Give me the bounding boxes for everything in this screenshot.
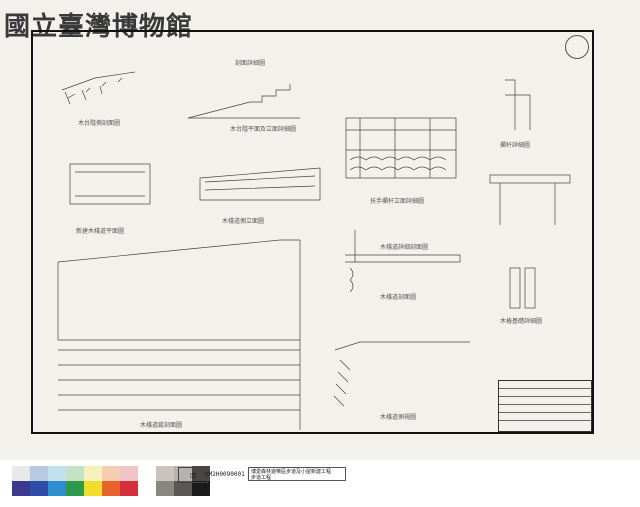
detail-label: 木棧道縱剖面圖 bbox=[140, 422, 183, 429]
detail-label: 木棧道剖面圖 bbox=[380, 294, 417, 301]
color-swatch bbox=[192, 466, 210, 481]
caption-line: 博愛森林遊樂區步道及小屋新建工程 bbox=[251, 469, 332, 475]
detail-label: 木樁基礎詳細圖 bbox=[500, 318, 543, 325]
detail-label: 剖面詳細圖 bbox=[235, 60, 266, 67]
drawing-sheet-border bbox=[31, 30, 594, 434]
color-swatch bbox=[138, 481, 156, 496]
color-swatch bbox=[48, 481, 66, 496]
engineering-drawing bbox=[57, 71, 571, 430]
color-swatch bbox=[66, 466, 84, 481]
detail-label: 木台階平面及立面詳細圖 bbox=[230, 126, 297, 133]
museum-logo-icon: ◫ bbox=[178, 467, 208, 483]
color-swatch bbox=[120, 466, 138, 481]
color-swatch bbox=[138, 466, 156, 481]
title-block-row bbox=[499, 397, 591, 405]
detail-label: 新建木棧道平面圖 bbox=[76, 228, 125, 235]
sheet-number-circle bbox=[565, 35, 589, 59]
color-swatch bbox=[84, 481, 102, 496]
color-swatch bbox=[174, 481, 192, 496]
caption-line: 步道工程 bbox=[251, 475, 272, 481]
detail-label: 木棧道側立面圖 bbox=[222, 218, 265, 225]
title-block-row bbox=[499, 421, 591, 428]
color-swatch bbox=[66, 481, 84, 496]
color-calibration-strip-bottom bbox=[12, 481, 210, 496]
color-swatch bbox=[156, 466, 174, 481]
title-block-row bbox=[499, 413, 591, 421]
color-swatch bbox=[12, 481, 30, 496]
detail-label: 扶手欄杆立面詳細圖 bbox=[370, 198, 425, 205]
color-swatch bbox=[48, 466, 66, 481]
detail-label: 木台階側剖面圖 bbox=[78, 120, 121, 127]
color-swatch bbox=[192, 481, 210, 496]
color-swatch bbox=[30, 481, 48, 496]
color-swatch bbox=[12, 466, 30, 481]
detail-label: 木棧道側視圖 bbox=[380, 414, 417, 421]
color-swatch bbox=[102, 481, 120, 496]
color-swatch bbox=[120, 481, 138, 496]
color-swatch bbox=[30, 466, 48, 481]
color-swatch bbox=[102, 466, 120, 481]
detail-label: 木棧道詳細剖面圖 bbox=[380, 244, 429, 251]
color-swatch bbox=[84, 466, 102, 481]
scanned-drawing-area: 國立臺灣博物館 bbox=[0, 0, 640, 460]
title-block-row bbox=[499, 381, 591, 389]
catalog-id: NM2H0090001 bbox=[205, 471, 245, 478]
title-block-row bbox=[499, 389, 591, 397]
title-block-row bbox=[499, 405, 591, 413]
title-block bbox=[498, 380, 592, 432]
detail-label: 欄杆詳細圖 bbox=[500, 142, 531, 149]
museum-watermark: 國立臺灣博物館 bbox=[4, 12, 194, 42]
color-calibration-strip-top bbox=[12, 466, 210, 481]
item-caption: 博愛森林遊樂區步道及小屋新建工程 步道工程 bbox=[248, 467, 346, 481]
color-swatch bbox=[156, 481, 174, 496]
